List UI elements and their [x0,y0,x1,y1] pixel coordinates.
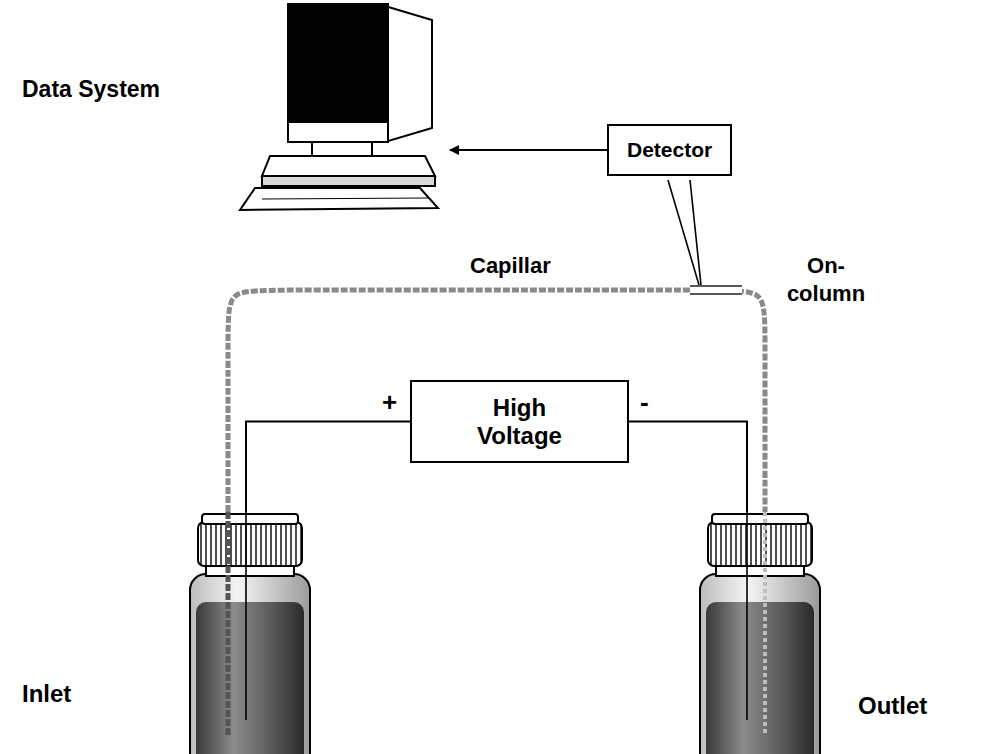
detector-box: Detector [607,124,732,176]
monitor-stand [312,142,372,156]
computer-base-front [262,176,435,186]
detector-beam [668,180,701,285]
vial-cap-top [712,514,808,524]
capillary-tube [228,290,765,512]
electrode-wire [629,422,747,512]
polarity-sign: + [382,386,397,419]
outlet-vial [700,512,820,754]
vial-liquid [706,602,814,754]
window-line [690,285,742,287]
vial-cap [198,522,302,566]
computer-illustration [240,4,438,210]
electrode [245,512,247,720]
beam-line [690,180,701,285]
vial-body [190,574,310,754]
node-label: Data System [22,76,160,102]
power-supply-box: High Voltage [410,380,629,463]
monitor-side [385,6,432,142]
capillary-end [226,512,231,735]
node-label: High Voltage [457,394,582,449]
beam-line [668,180,699,285]
computer-base [262,156,435,176]
window-gap [690,286,742,294]
electrode [746,512,748,720]
keyboard [240,188,438,210]
detection-label: On-column [778,252,874,307]
capillary-end [763,512,767,735]
window-line [690,293,742,295]
signal-arrow [450,149,607,151]
detection-window [690,286,742,294]
node-label: Inlet [22,680,71,708]
outlet-vial-node: Outlet [695,512,980,754]
vial-liquid [196,602,304,754]
polarity-sign: - [640,386,649,419]
electrode-wire [246,422,410,512]
inlet-vial-node: Inlet [10,512,315,754]
node-label: Detector [627,138,712,162]
computer-node: Data System [10,0,450,215]
vial-neck [716,566,804,576]
keyboard-line [262,198,428,199]
monitor-bezel [288,122,388,142]
vial-neck [206,566,294,576]
monitor-screen [288,4,388,126]
vial-body [700,574,820,754]
vial-cap [708,522,812,566]
node-label: Outlet [858,692,927,720]
capillary-label: Capillar [470,252,551,280]
vial-cap-top [202,514,298,524]
inlet-vial [190,512,310,754]
